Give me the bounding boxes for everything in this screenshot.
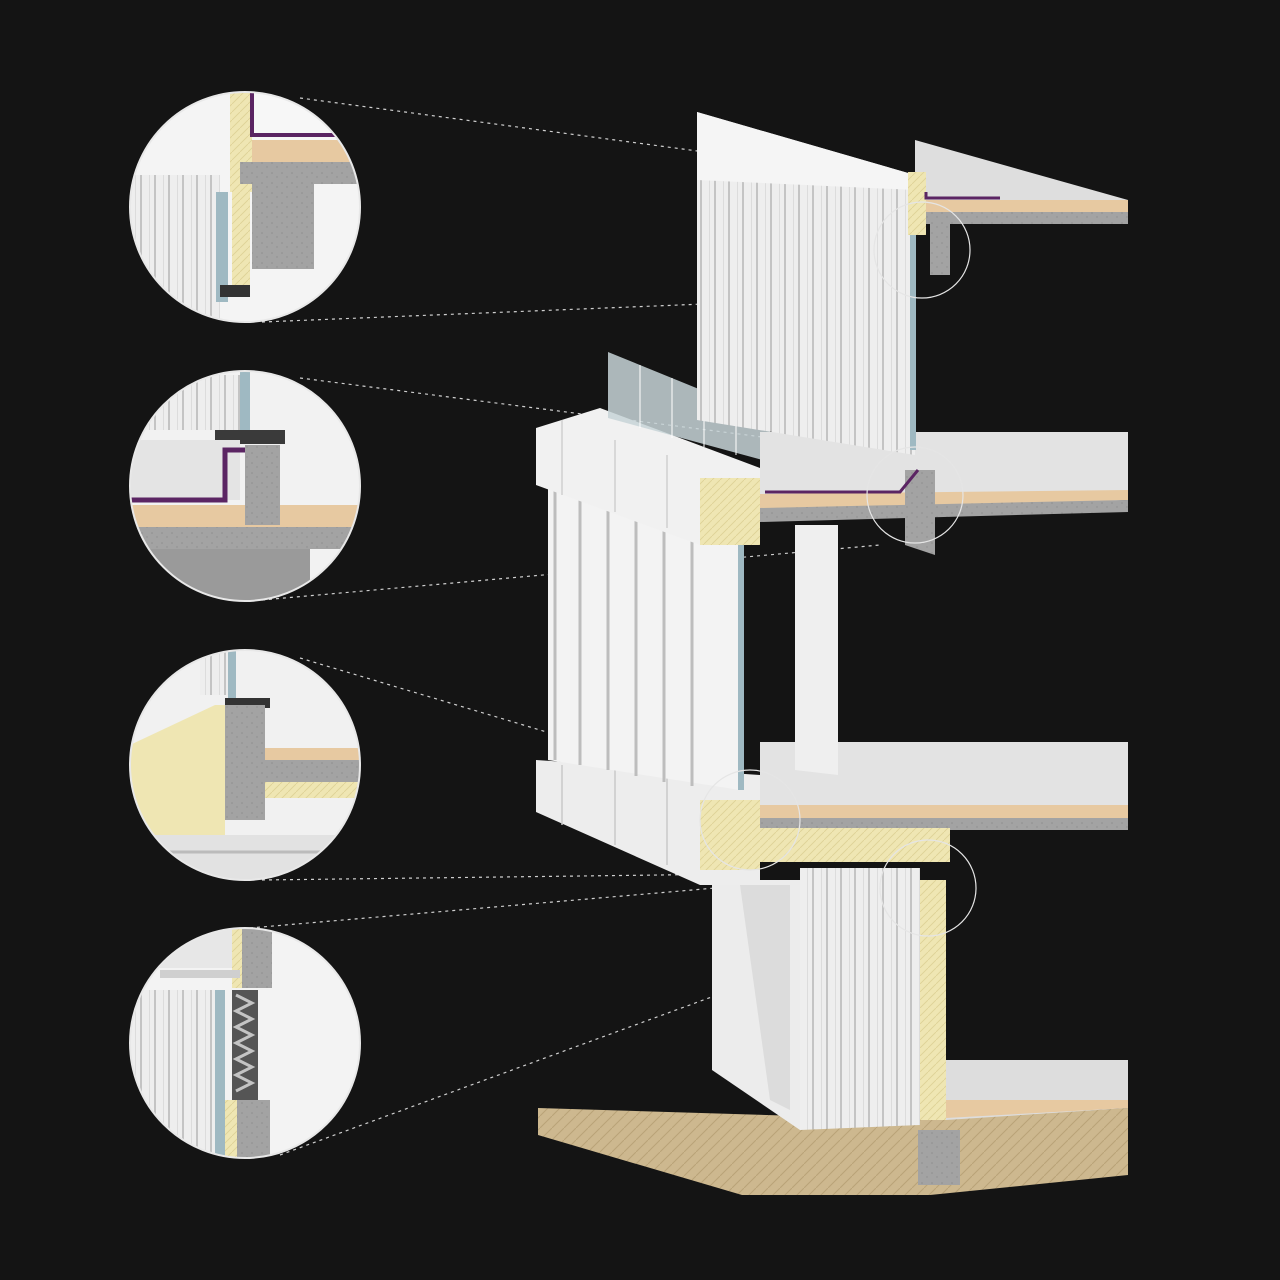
upper-fin-screen — [697, 112, 915, 455]
floor-slab-1-top — [760, 742, 1128, 815]
d4-movement-joint — [232, 990, 258, 1100]
d2-upstand — [245, 445, 280, 525]
ground-plate — [538, 1108, 930, 1195]
roof-concrete — [920, 212, 1128, 224]
roof-parapet-detail — [129, 91, 361, 323]
upper-cornice — [697, 112, 915, 190]
ground-screed — [946, 1100, 1128, 1118]
d2-membrane — [130, 447, 245, 503]
d3-insulation-wedge — [130, 705, 225, 835]
d1-glazing — [216, 192, 228, 302]
d1-slab — [240, 162, 360, 184]
lower-column — [740, 885, 790, 1110]
balcony-base-insulation — [700, 800, 760, 870]
floor-slab-2-concrete — [760, 500, 1128, 522]
middle-column — [795, 525, 838, 775]
floor-slab-2-screed — [760, 490, 1128, 510]
d2-slab — [130, 527, 360, 549]
membrane-2 — [765, 469, 920, 494]
d4-glazing — [215, 990, 225, 1158]
d1-gasket — [220, 285, 250, 297]
balcony-fins — [553, 485, 694, 786]
building-axonometric — [536, 112, 1128, 1195]
lower-insulation — [920, 880, 946, 1120]
lower-fin-screen — [800, 868, 920, 1130]
floor-slab-1-screed — [760, 805, 1128, 818]
callout-rings — [699, 201, 977, 937]
ground-fill-right — [930, 1108, 1128, 1195]
d1-screed — [252, 140, 360, 162]
foundation-concrete — [918, 1130, 960, 1185]
ground-level-joint-detail — [129, 927, 361, 1159]
d1-beam — [252, 184, 314, 269]
balcony-threshold-detail — [129, 370, 361, 602]
soffit-insulation — [760, 828, 950, 862]
glass-balustrade — [608, 352, 770, 462]
upper-glazing — [910, 200, 916, 450]
d3-edge-beam — [225, 705, 265, 820]
roof-membrane — [924, 192, 1000, 200]
balcony-glazing — [738, 520, 744, 790]
cantilever-soffit-detail — [129, 649, 361, 881]
d3-screed — [265, 748, 360, 760]
balcony-base-joints — [561, 765, 668, 865]
floor-slab-1-concrete — [760, 818, 1128, 830]
d3-glazing — [228, 650, 236, 700]
upstand-beam-2 — [905, 470, 935, 555]
balcony-top-joints — [561, 420, 668, 528]
d3-slab — [265, 760, 360, 782]
roof-parapet-insulation — [908, 172, 926, 235]
balcony-top-insulation — [700, 478, 760, 545]
roof-beam — [930, 224, 950, 275]
d1-membrane — [250, 92, 360, 137]
roof-screed — [920, 200, 1128, 212]
d2-glazing — [240, 371, 250, 441]
